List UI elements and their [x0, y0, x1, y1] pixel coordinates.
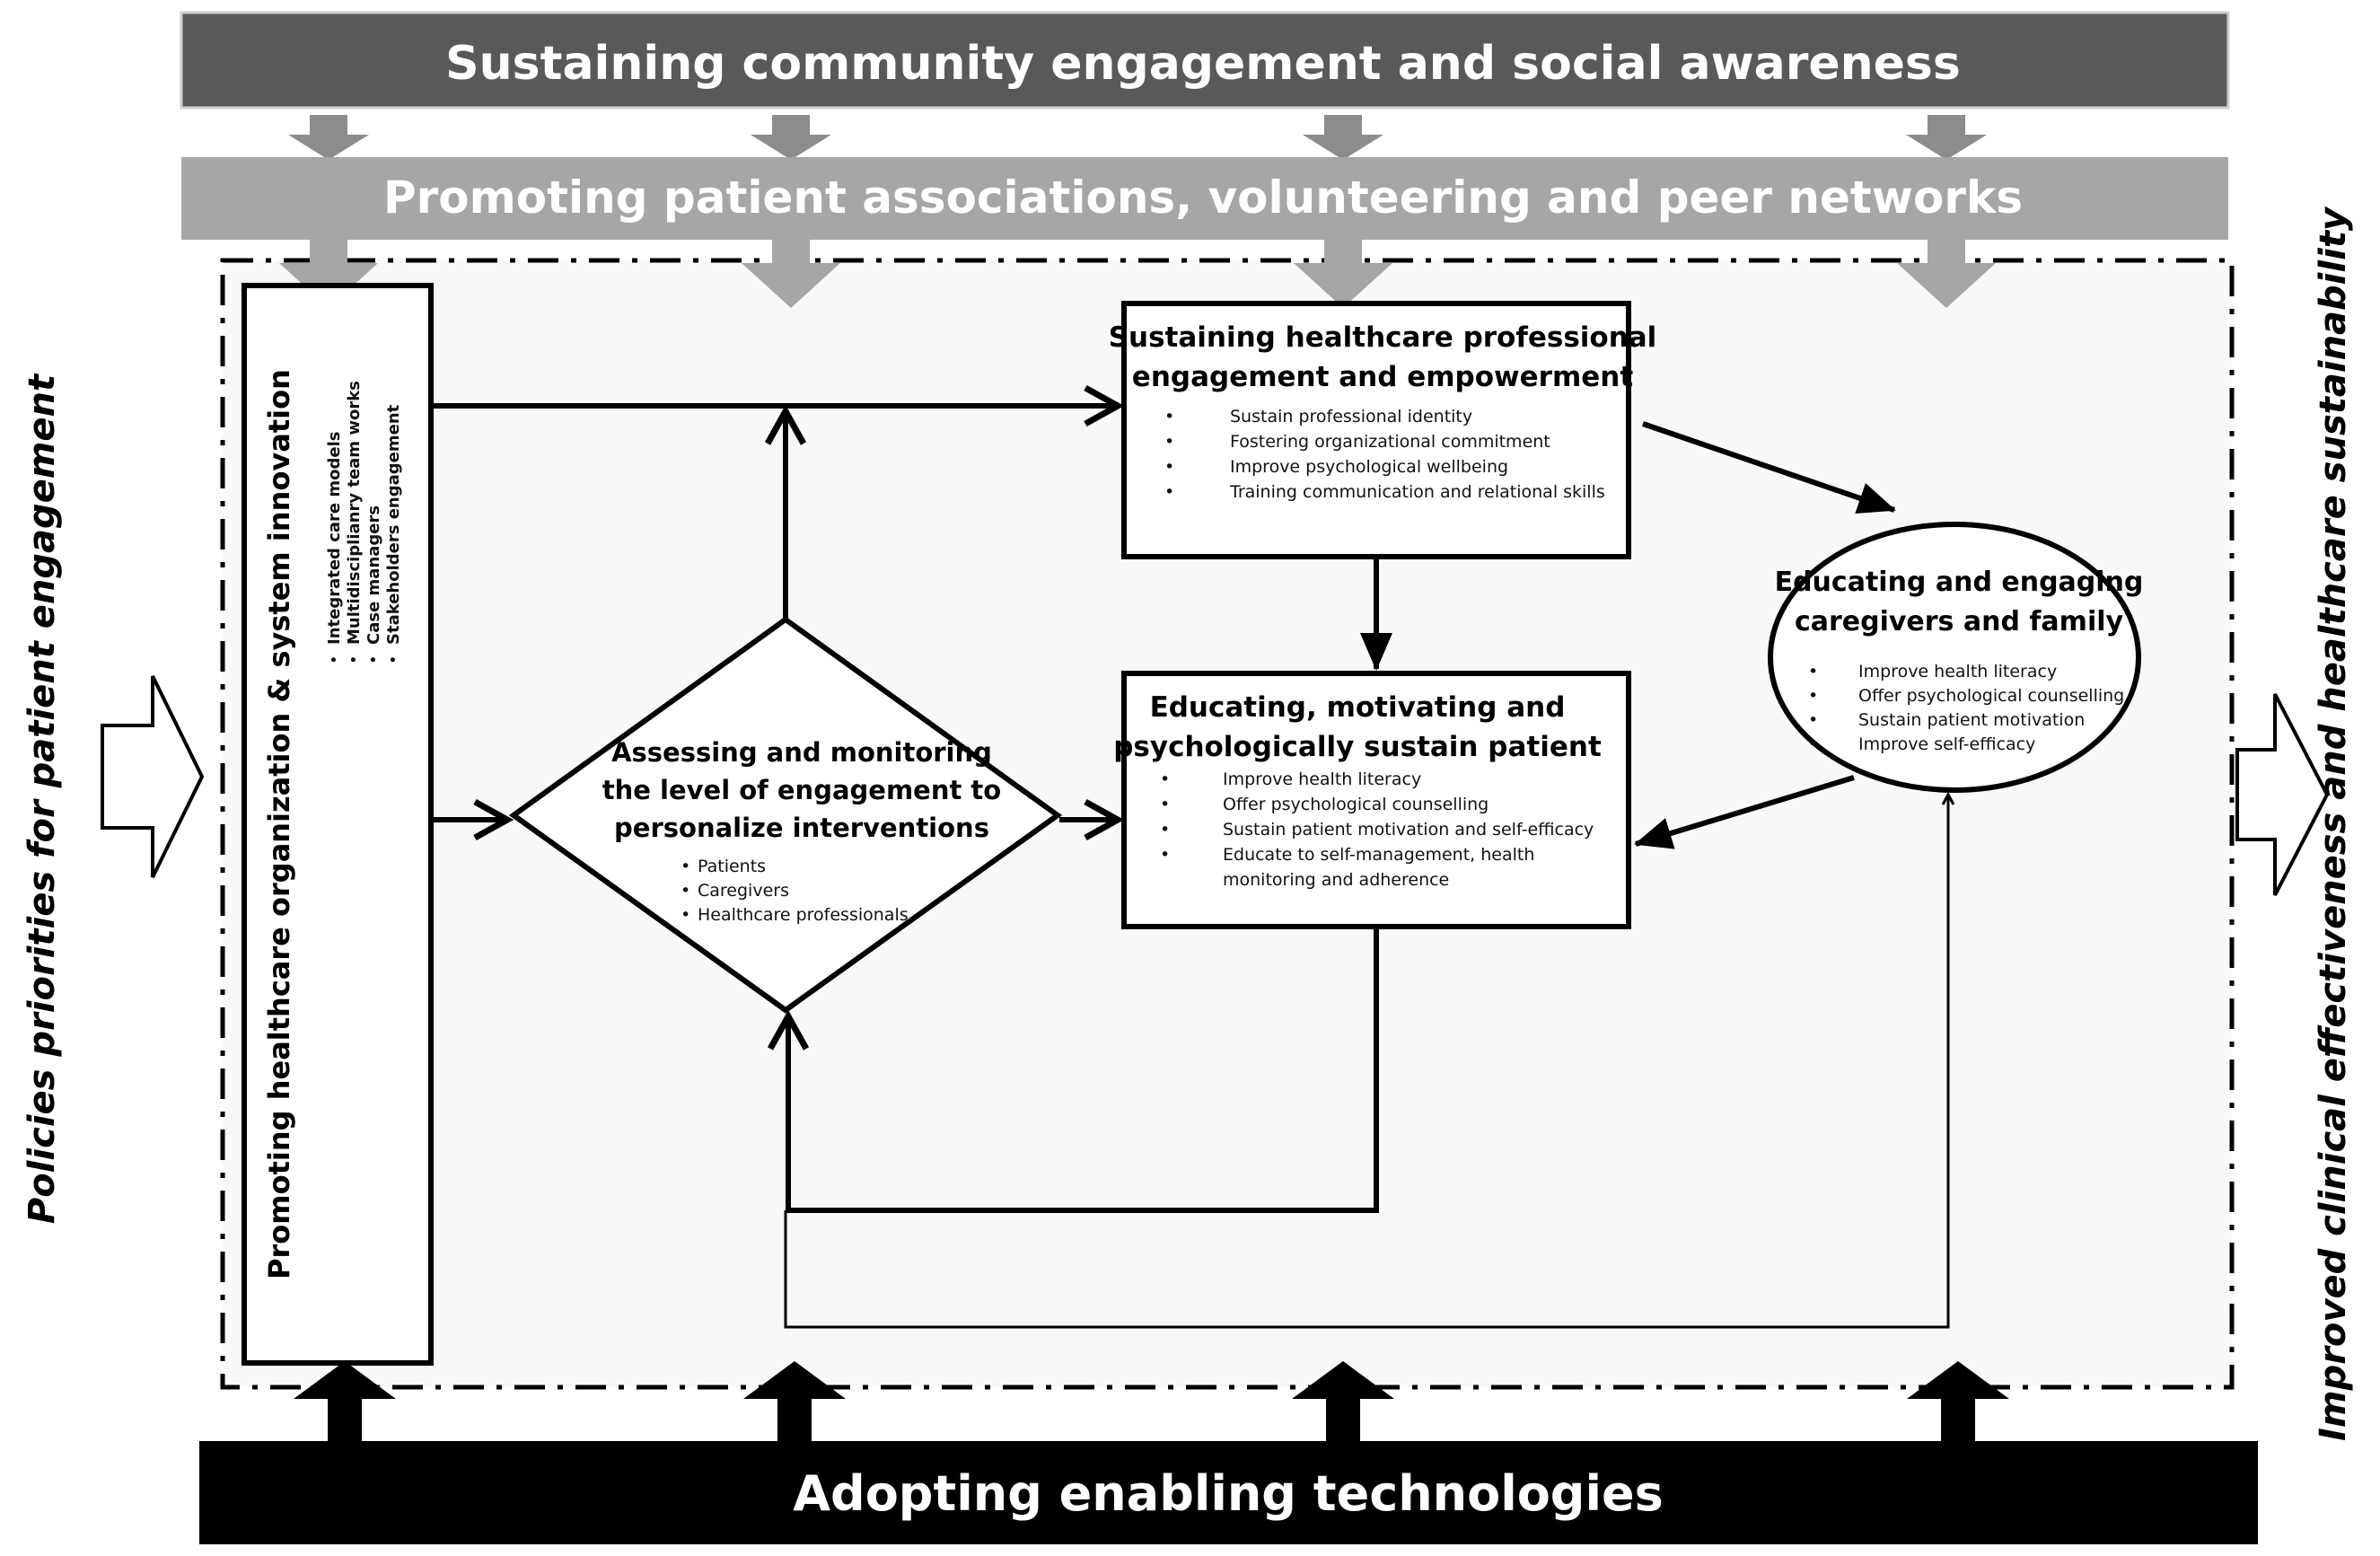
bullet-dot: • — [345, 655, 364, 664]
professional-box — [1121, 301, 1631, 559]
caregivers-title-line: caregivers and family — [1795, 606, 2124, 637]
patient-item: Sustain patient motivation and self-effi… — [1223, 820, 1594, 840]
patient-box — [1121, 671, 1631, 929]
technologies-banner-text: Adopting enabling technologies — [793, 1465, 1663, 1522]
associations-banner — [181, 157, 2228, 240]
patient-item: Offer psychological counselling — [1223, 795, 1489, 814]
left-outline-arrow — [101, 675, 205, 878]
community-banner-text: Sustaining community engagement and soci… — [445, 37, 1961, 91]
bullet-dot: • — [1808, 710, 1818, 730]
black-arrows-up — [294, 1361, 2009, 1444]
caregivers-title-line: Educating and engaging — [1775, 567, 2144, 598]
professional-title-line: Sustaining healthcare professional — [1109, 321, 1657, 354]
professional-item: Fostering organizational commitment — [1230, 432, 1550, 452]
grey-arrows-upper — [288, 115, 1987, 160]
patient-item: Educate to self-management, health — [1223, 845, 1534, 865]
bullet-dot: • — [1808, 734, 1818, 754]
professional-item: Training communication and relational sk… — [1229, 482, 1605, 502]
assessing-item: Caregivers — [698, 881, 789, 901]
right-outline-arrow — [2235, 693, 2330, 896]
connectors — [433, 384, 1948, 1329]
bullet-dot: • — [364, 655, 383, 664]
professional-title-line: engagement and empowerment — [1132, 361, 1634, 393]
caregivers-ellipse-items: • • • • Improve health literacy Offer ps… — [1808, 662, 2124, 754]
bullet-dot: • — [681, 905, 690, 925]
grey-arrows-lower — [279, 240, 1996, 308]
patient-box-title: Educating, motivating and psychologicall… — [1113, 691, 1602, 763]
bullet-dot: • — [1160, 820, 1170, 840]
bullet-dot: • — [384, 655, 403, 664]
organization-item: Stakeholders engagement — [384, 404, 403, 645]
organization-item: Multidisciplianry team works — [345, 381, 364, 645]
thin-loop-to-caregivers — [784, 795, 1948, 1329]
caregivers-ellipse-title: Educating and engaging caregivers and fa… — [1775, 567, 2144, 637]
left-side-label: Policies priorities for patient engageme… — [22, 373, 63, 1224]
organization-box — [242, 283, 434, 1366]
patient-box-items: • • • • Improve health literacy Offer ps… — [1160, 769, 1594, 890]
organization-box-title: Promoting healthcare organization & syst… — [262, 369, 296, 1279]
assessing-diamond-items: • • • Patients Caregivers Healthcare pro… — [681, 857, 909, 925]
caregivers-item: Improve health literacy — [1858, 662, 2057, 681]
assessing-title-line: Assessing and monitoring — [611, 737, 992, 768]
right-side-label: Improved clinical effectiveness and heal… — [2313, 206, 2354, 1441]
organization-item: Integrated care models — [325, 432, 344, 645]
technologies-banner — [199, 1441, 2258, 1544]
associations-banner-text: Promoting patient associations, voluntee… — [383, 171, 2023, 224]
bullet-dot: • — [1164, 407, 1174, 426]
bullet-dot: • — [1808, 686, 1818, 706]
bullet-dot: • — [681, 857, 690, 876]
organization-box-items: Integrated care models Multidisciplianry… — [325, 381, 403, 664]
assessing-diamond-title: Assessing and monitoring the level of en… — [602, 737, 1001, 843]
bullet-dot: • — [1164, 482, 1174, 502]
bullet-dot: • — [1160, 795, 1170, 814]
bullet-dot: • — [325, 655, 344, 664]
patient-item: Improve health literacy — [1223, 769, 1421, 789]
professional-item: Improve psychological wellbeing — [1230, 457, 1508, 477]
community-banner — [180, 11, 2230, 110]
bullet-dot: • — [1164, 457, 1174, 477]
caregivers-ellipse — [1768, 522, 2141, 793]
caregivers-item: Offer psychological counselling — [1858, 686, 2124, 706]
professional-item: Sustain professional identity — [1230, 407, 1472, 426]
professional-box-items: • • • • Sustain professional identity Fo… — [1164, 407, 1605, 502]
bullet-dot: • — [681, 881, 690, 901]
patient-title-line: Educating, motivating and — [1150, 691, 1566, 724]
feedback-loop-patient-to-diamond — [767, 928, 1379, 1213]
bullet-dot: • — [1160, 769, 1170, 789]
patient-title-line: psychologically sustain patient — [1113, 731, 1602, 763]
bullet-dot: • — [1808, 662, 1818, 681]
assessing-title-line: personalize interventions — [614, 813, 989, 843]
assessing-item: Patients — [698, 857, 766, 876]
organization-item: Case managers — [364, 505, 383, 645]
caregivers-item: Sustain patient motivation — [1858, 710, 2085, 730]
assessing-title-line: the level of engagement to — [602, 775, 1001, 805]
bullet-dot: • — [1160, 845, 1170, 865]
assessing-item: Healthcare professionals — [698, 905, 909, 925]
bullet-dot: • — [1164, 432, 1174, 452]
arrow-professional-to-caregivers — [1642, 421, 1896, 514]
patient-item: monitoring and adherence — [1223, 870, 1449, 890]
arrow-caregivers-to-patient — [1634, 775, 1855, 849]
professional-box-title: Sustaining healthcare professional engag… — [1109, 321, 1657, 393]
caregivers-item: Improve self-efficacy — [1858, 734, 2035, 754]
